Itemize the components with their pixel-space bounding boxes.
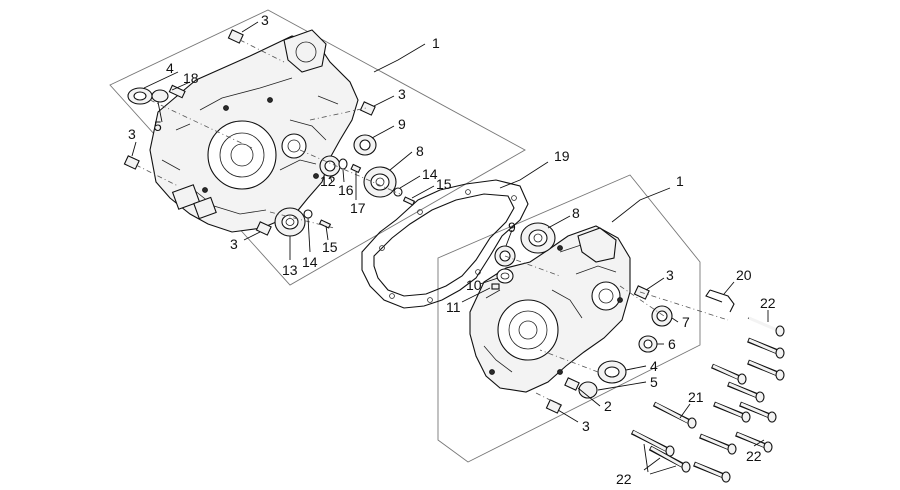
bolt-22-g [713,401,751,423]
seal-6 [638,335,658,353]
callout-15-left: 15 [436,176,452,192]
callout-14-lower: 14 [302,254,318,270]
alignment-lines [135,39,729,407]
washer-16 [338,158,348,170]
bearing-8-left [363,166,397,198]
callout-2: 2 [604,398,612,414]
right-crankcase-half [469,225,631,393]
callout-16: 16 [338,182,354,198]
callout-1-left: 1 [432,35,440,51]
dowel-3-lower [255,221,272,236]
callouts: 1 3 4 18 5 3 3 9 8 16 12 17 14 15 3 13 1… [128,12,776,487]
bolt-22-k [630,429,675,457]
callout-20: 20 [736,267,752,283]
callout-5-right: 5 [650,374,658,390]
bolt-22-f [739,401,777,423]
callout-8-right: 8 [572,205,580,221]
leader-lines [131,21,769,475]
bolt-22-e [727,381,765,403]
bolt-22-c [747,359,785,381]
bearing-4-left [127,87,153,105]
crankcase-gasket [361,179,529,309]
callout-22-bottom-left: 22 [616,471,632,487]
callout-8-left: 8 [416,143,424,159]
bearing-13 [274,207,306,237]
bolt-22-j [693,461,731,483]
ring-10 [496,268,514,284]
callout-4-right: 4 [650,358,658,374]
bearing-9-left [353,134,377,156]
right-crankcase-frame [437,174,701,463]
bolt-22-d [711,363,747,385]
callout-21: 21 [688,389,704,405]
bolt-set [630,316,785,483]
bolt-22-b [747,337,785,359]
clip-20 [705,289,735,313]
gasket-bolt-holes [379,189,517,303]
callout-3-lower: 3 [230,236,238,252]
callout-3-left: 3 [128,126,136,142]
callout-15-lower: 15 [322,239,338,255]
callout-18: 18 [183,70,199,86]
bolt-22-h [735,431,773,453]
callout-12: 12 [320,173,336,189]
dowel-3-right-upper [359,101,376,116]
callout-9-right: 9 [508,219,516,235]
screw-15-lower [318,219,332,229]
callout-11: 11 [446,299,461,315]
bolt-22-i [699,433,737,455]
callout-13: 13 [282,262,298,278]
dowel-2 [564,377,580,391]
callout-6: 6 [668,336,676,352]
callout-22-top: 22 [760,295,776,311]
callout-5-left: 5 [154,118,162,134]
callout-10: 10 [466,277,482,293]
callout-19: 19 [554,148,570,164]
callout-17: 17 [350,200,366,216]
dowel-3-upper [227,29,244,44]
callout-22-bottom-right: 22 [746,448,762,464]
callout-3-right: 3 [666,267,674,283]
callout-7: 7 [682,314,690,330]
washer-14-lower [303,209,313,219]
dowel-3-left [123,155,140,170]
callout-3-top: 3 [261,12,269,28]
bearing-4-right [597,360,627,384]
callout-3-bottom: 3 [582,418,590,434]
callout-9-left: 9 [398,116,406,132]
seal-7 [651,305,673,327]
bolt-22-a [747,316,785,337]
screw-15-left [402,196,416,206]
callout-1-right: 1 [676,173,684,189]
dowel-3-bottom [545,399,562,414]
bolt-22-l [648,445,691,473]
callout-14-left: 14 [422,166,438,182]
seal-5-right [578,381,598,399]
dowel-18 [168,84,186,99]
bolt-21 [652,401,697,429]
callout-4-left: 4 [166,60,174,76]
bearing-8-right [520,222,556,254]
pin-11 [491,283,500,290]
left-crankcase-half [149,29,359,233]
callout-3-mid: 3 [398,86,406,102]
seal-5-left [151,89,169,103]
pin-17 [350,163,362,174]
